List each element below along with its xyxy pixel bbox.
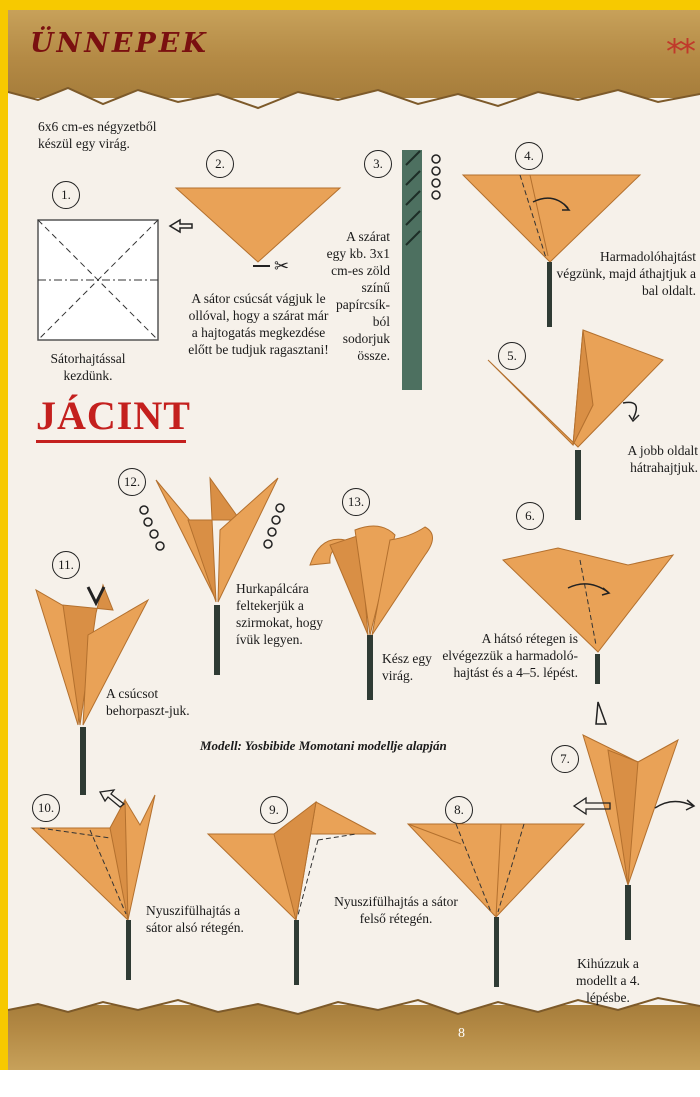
step-2-text: A sátor csúcsát vágjuk le ollóval, hogy … [188, 291, 329, 357]
header-band [8, 10, 700, 98]
step-12-flower-diagram [139, 476, 285, 675]
step-11-flower-diagram [35, 583, 150, 795]
step-1-number: 1. [52, 181, 80, 209]
step-11-number: 11. [52, 551, 80, 579]
step-9-diagram [206, 800, 377, 985]
step-10-diagram [30, 794, 156, 980]
step-13-finished-flower [309, 525, 433, 700]
step-4-number: 4. [515, 142, 543, 170]
step-10-number: 10. [32, 794, 60, 822]
footer-torn-edge [8, 992, 700, 1016]
step-2-number: 2. [206, 150, 234, 178]
step-7-text: Kihúzzuk a modellt a 4. lépésbe. [575, 956, 641, 1005]
step-8-diagram [406, 823, 586, 987]
step-8-number: 8. [445, 796, 473, 824]
step-9-text: Nyuszifülhajtás a sátor felső rétegén. [334, 894, 458, 926]
intro-text: 6x6 cm-es négyzetből készül egy virág. [38, 119, 157, 151]
flower-title: JÁCINT [36, 393, 191, 438]
step-6-number: 6. [516, 502, 544, 530]
step-5-number: 5. [498, 342, 526, 370]
decorative-stars: ** [666, 32, 696, 72]
step-2-diagram: ✂ [168, 187, 342, 277]
arrow-curve-right-icon [654, 799, 696, 811]
step-5-diagram [487, 329, 664, 520]
step-1-text: Sátorhajtással kezdünk. [50, 351, 126, 383]
step-6-text: A hátsó rétegen is elvégezzük a harmadol… [442, 631, 578, 680]
model-credit: Modell: Yosbibide Momotani modellje alap… [200, 738, 447, 753]
section-title: ÜNNEPEK [30, 28, 209, 59]
step-3-text: A szárat egy kb. 3x1 cm-es zöld színű pa… [326, 229, 390, 363]
arrow-left-icon [572, 796, 611, 816]
step-7-number: 7. [551, 745, 579, 773]
header-torn-edge [8, 86, 700, 115]
step-1-square-diagram [37, 219, 159, 341]
step-10-text: Nyuszifülhajtás a sátor alsó rétegén. [146, 903, 244, 935]
step-3-number: 3. [364, 150, 392, 178]
arrow-up-left-icon [98, 789, 126, 808]
step-11-text: A csúcsot behorpaszt-juk. [106, 686, 190, 718]
footer-band [8, 1005, 700, 1070]
step-4-text: Harmadolóhajtást végzünk, majd áthajtjuk… [556, 249, 696, 298]
magazine-page: ÜNNEPEK ** 8 6x6 cm-es négyzetből készül… [8, 10, 700, 1070]
step-4-diagram [461, 174, 642, 327]
step-12-number: 12. [118, 468, 146, 496]
svg-text:✂: ✂ [274, 256, 289, 277]
step-13-text: Kész egy virág. [382, 651, 432, 683]
step-6-diagram [501, 547, 675, 684]
step-12-text: Hurkapálcára feltekerjük a szirmokat, ho… [236, 581, 323, 647]
step-5-text: A jobb oldalt hátrahajtjuk. [627, 443, 699, 475]
title-underline [36, 440, 186, 443]
step-9-number: 9. [260, 796, 288, 824]
step-13-number: 13. [342, 488, 370, 516]
page-number: 8 [458, 1026, 465, 1041]
step-3-stem-strip [402, 150, 441, 390]
step-7-diagram [582, 701, 679, 940]
